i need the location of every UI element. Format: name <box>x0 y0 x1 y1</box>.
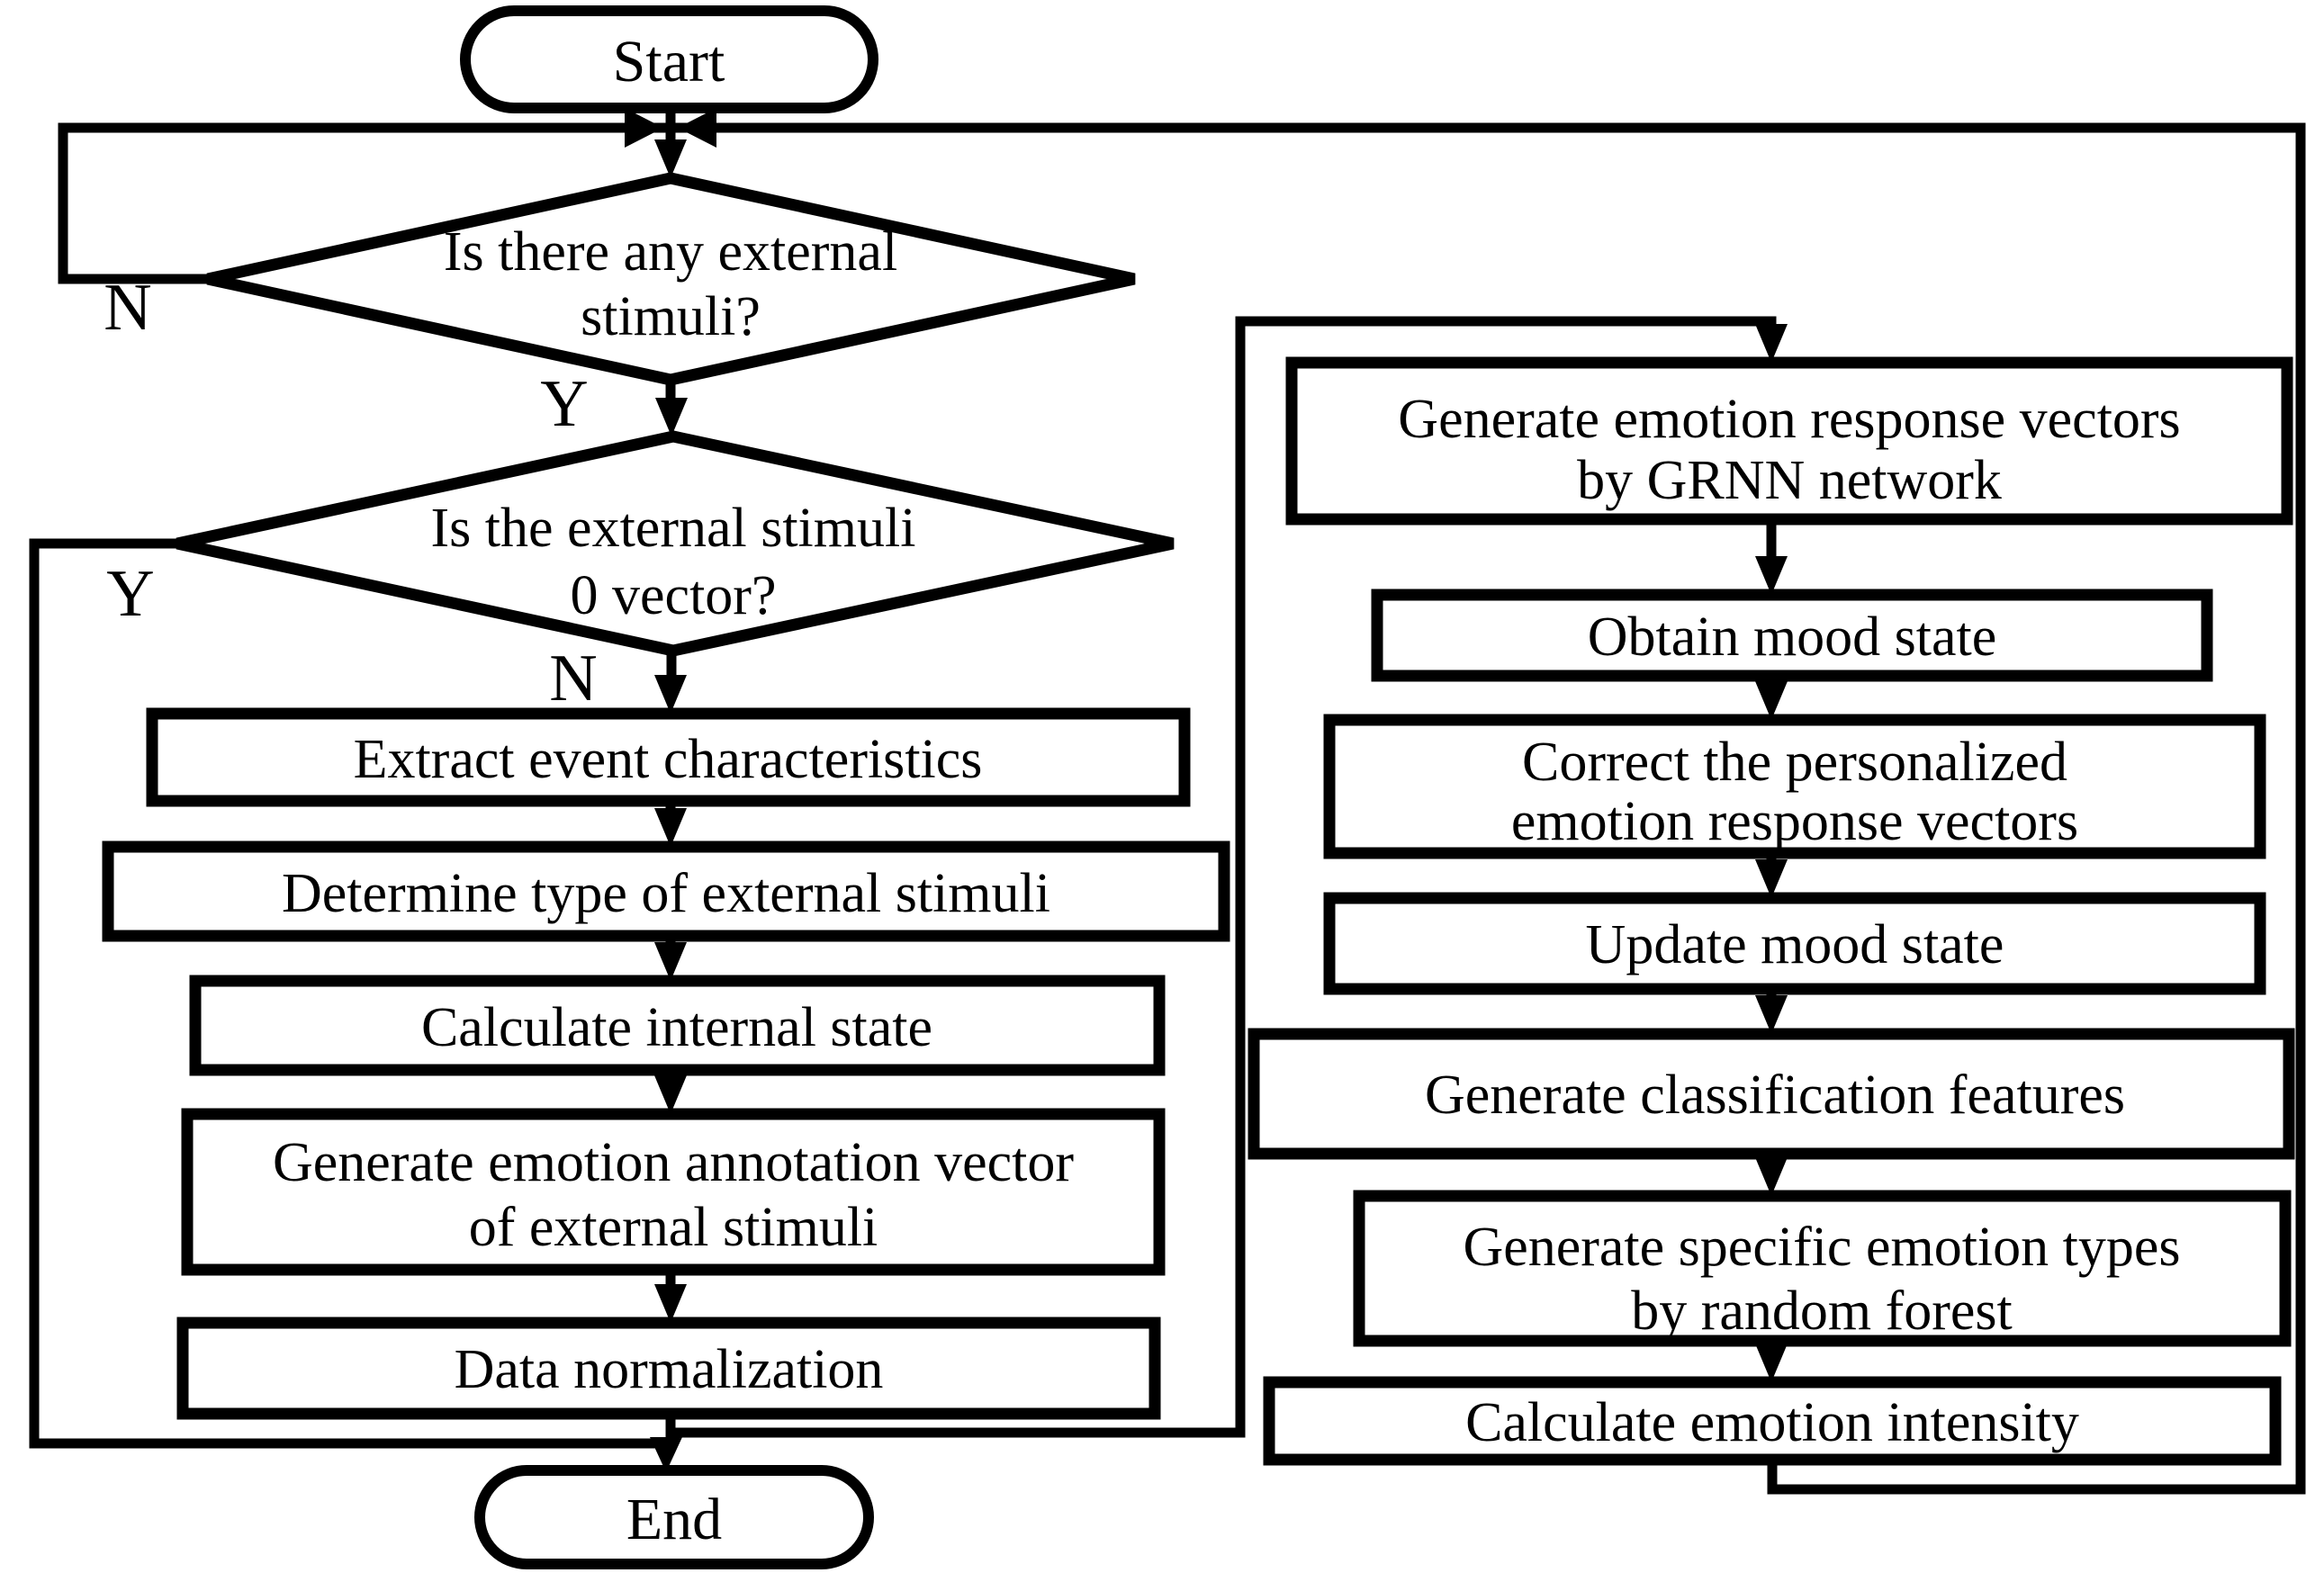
connector-normalization-to-grnn <box>665 316 1788 1438</box>
decision-external-stimuli-line1: Is there any external <box>444 221 897 283</box>
decision-1-yes-label: Y <box>540 367 588 441</box>
process-generate-emotion-types: Generate specific emotion types by rando… <box>1353 1190 2292 1347</box>
process-classification-box <box>1248 1028 2295 1160</box>
arrowhead-into-emotion-types <box>1755 1157 1788 1196</box>
connector-correct-to-update-mood <box>1755 853 1788 898</box>
connector-emotion-types-to-intensity <box>1755 1341 1788 1382</box>
arrowhead-into-update-mood <box>1755 859 1788 898</box>
decision-external-stimuli: Is there any external stimuli? <box>206 172 1136 386</box>
decision-external-stimuli-line2: stimuli? <box>581 286 761 347</box>
process-normalization-label: Data normalization <box>455 1339 884 1400</box>
arrowhead-into-decision-2 <box>655 398 688 436</box>
middle-rail-line <box>665 316 1777 1438</box>
process-annotation-label-line1: Generate emotion annotation vector <box>273 1132 1074 1193</box>
process-emotion-types-box <box>1353 1190 2292 1347</box>
process-extract-event-characteristics: Extract event characteristics <box>146 707 1191 807</box>
connector-annotation-to-normalization <box>654 1270 687 1323</box>
arrowhead-into-obtain-mood <box>1755 556 1788 595</box>
decision-1-no-label: N <box>104 271 151 345</box>
process-obtain-mood-label: Obtain mood state <box>1588 607 1997 668</box>
decision-2-yes-label: Y <box>106 557 154 631</box>
process-determine-stimuli-type: Determine type of external stimuli <box>102 840 1230 942</box>
process-correct-label-line1: Correct the personalized <box>1522 732 2067 793</box>
arrowhead-into-end <box>650 1437 682 1472</box>
connector-grnn-to-obtain-mood <box>1755 519 1788 595</box>
process-generate-classification-features: Generate classification features <box>1248 1028 2295 1160</box>
arrowhead-into-intensity <box>1755 1344 1788 1382</box>
decision-external-stimuli-shape <box>206 172 1136 386</box>
process-obtain-mood-state: Obtain mood state <box>1371 589 2213 682</box>
arrowhead-into-extract <box>654 675 687 714</box>
decision-zero-vector-line1: Is the external stimuli <box>431 498 916 559</box>
process-correct-label-line2: emotion response vectors <box>1511 791 2078 852</box>
arrowhead-into-internal-state <box>654 942 687 981</box>
arrowhead-into-correct <box>1755 681 1788 720</box>
start-terminator <box>460 5 878 113</box>
process-internal-state-label: Calculate internal state <box>421 997 932 1058</box>
arrowhead-into-determine <box>654 808 687 847</box>
process-correct-box <box>1323 714 2266 859</box>
connector-obtain-mood-to-correct <box>1755 676 1788 720</box>
connector-classification-to-emotion-types <box>1755 1154 1788 1196</box>
arrowhead-into-decision-1 <box>654 139 687 178</box>
decision2-yes-loop-line <box>29 538 666 1449</box>
connector-decision-2-no-to-extract <box>654 651 687 714</box>
process-generate-annotation-vector: Generate emotion annotation vector of ex… <box>181 1108 1166 1276</box>
process-grnn-label-line2: by GRNN network <box>1577 450 2002 511</box>
end-label: End <box>626 1487 722 1552</box>
process-update-mood-state: Update mood state <box>1323 892 2266 995</box>
process-calculate-emotion-intensity: Calculate emotion intensity <box>1263 1376 2282 1466</box>
process-intensity-label: Calculate emotion intensity <box>1465 1392 2079 1453</box>
connector-decision-1-to-decision-2 <box>655 380 688 436</box>
process-determine-label: Determine type of external stimuli <box>282 863 1050 924</box>
arrowhead-into-annotation <box>654 1075 687 1114</box>
connector-start-to-decision-1 <box>625 108 716 178</box>
process-determine-box <box>102 840 1230 942</box>
end-terminator <box>474 1465 874 1569</box>
process-update-mood-box <box>1323 892 2266 995</box>
connector-determine-to-internal-state <box>654 936 687 981</box>
connector-extract-to-determine <box>654 801 687 847</box>
outer-loop-line <box>58 122 2306 1495</box>
process-correct-response-vectors: Correct the personalized emotion respons… <box>1323 714 2266 859</box>
process-intensity-box <box>1263 1376 2282 1466</box>
arrowhead-merge-from-right-icon <box>678 108 716 148</box>
process-normalization-box <box>176 1317 1161 1420</box>
process-grnn-box <box>1285 356 2293 526</box>
process-extract-box <box>146 707 1191 807</box>
process-calculate-internal-state: Calculate internal state <box>189 975 1166 1076</box>
decision-2-no-label: N <box>549 642 597 715</box>
process-emotion-types-label-line1: Generate specific emotion types <box>1463 1217 2180 1278</box>
connector-decision-2-yes-to-end <box>29 538 682 1472</box>
arrowhead-into-grnn <box>1755 324 1788 363</box>
decision-zero-vector-line2: 0 vector? <box>571 565 777 626</box>
start-label: Start <box>613 29 725 94</box>
arrowhead-into-classification <box>1755 995 1788 1034</box>
connector-internal-state-to-annotation <box>654 1070 687 1114</box>
process-update-mood-label: Update mood state <box>1586 914 2004 975</box>
process-extract-label: Extract event characteristics <box>354 729 983 790</box>
process-annotation-label-line2: of external stimuli <box>469 1197 878 1258</box>
arrowhead-merge-from-left-icon <box>625 108 663 148</box>
connector-outer-loop <box>58 122 2306 1495</box>
decision-zero-vector: Is the external stimuli 0 vector? <box>176 430 1175 657</box>
process-grnn-label-line1: Generate emotion response vectors <box>1398 389 2180 450</box>
connector-update-mood-to-classification <box>1755 989 1788 1034</box>
arrowhead-into-normalization <box>654 1284 687 1323</box>
process-emotion-types-label-line2: by random forest <box>1631 1281 2013 1342</box>
process-annotation-box <box>181 1108 1166 1276</box>
process-data-normalization: Data normalization <box>176 1317 1161 1420</box>
process-classification-label: Generate classification features <box>1425 1065 2125 1126</box>
process-generate-response-vectors: Generate emotion response vectors by GRN… <box>1285 356 2293 526</box>
process-obtain-mood-box <box>1371 589 2213 682</box>
decision-zero-vector-shape <box>176 430 1175 657</box>
process-internal-state-box <box>189 975 1166 1076</box>
